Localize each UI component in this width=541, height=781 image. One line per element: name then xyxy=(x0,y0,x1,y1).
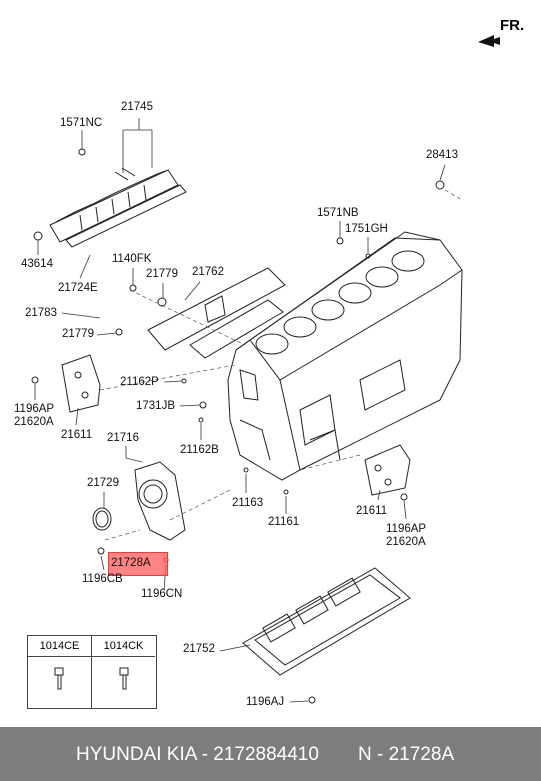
footer-position-code: N - 21728A xyxy=(358,744,455,765)
part-label-21716: 21716 xyxy=(107,432,139,444)
front-direction-label: FR. xyxy=(500,17,525,34)
part-label-1196aj: 1196AJ xyxy=(246,696,285,708)
legend-header-1014ce: 1014CE xyxy=(28,636,91,657)
part-label-21611-left: 21611 xyxy=(61,429,93,441)
part-label-21724e: 21724E xyxy=(58,282,98,294)
part-label-21729: 21729 xyxy=(87,477,119,489)
part-label-1571nc: 1571NC xyxy=(60,117,103,129)
oil-pan-gasket xyxy=(242,567,411,676)
legend-header-1014ck: 1014CK xyxy=(92,636,155,657)
part-label-1196cb: 1196CB xyxy=(82,573,123,585)
parts-diagram xyxy=(31,35,500,704)
leader-lines xyxy=(34,118,446,703)
legend-column-2: 1014CK xyxy=(92,636,155,708)
part-label-1196ap-right: 1196AP xyxy=(386,523,427,535)
oil-seal xyxy=(92,507,112,531)
part-label-1140fk: 1140FK xyxy=(112,253,152,265)
mount-bracket-left xyxy=(61,354,101,413)
part-label-21161: 21161 xyxy=(268,516,300,528)
part-label-1196cn: 1196CN xyxy=(141,588,183,600)
part-label-21611-right: 21611 xyxy=(356,505,388,517)
front-arrow-icon xyxy=(478,35,500,47)
part-label-21162p: 21162P xyxy=(120,376,159,388)
highlighted-part-marker xyxy=(108,552,168,576)
part-label-43614: 43614 xyxy=(21,258,53,270)
valve-cover xyxy=(49,167,187,248)
part-label-21783: 21783 xyxy=(25,307,57,319)
part-label-21162b: 21162B xyxy=(180,444,219,456)
legend-table: 1014CE 1014CK xyxy=(27,635,157,709)
part-label-21620a-left: 21620A xyxy=(14,416,54,428)
side-cover-gasket xyxy=(147,267,286,359)
part-label-21620a-right: 21620A xyxy=(386,536,426,548)
part-label-1731jb: 1731JB xyxy=(136,400,176,412)
part-label-21752: 21752 xyxy=(183,643,215,655)
cylinder-block xyxy=(227,231,463,481)
mount-bracket-right xyxy=(364,444,411,496)
rear-seal-housing xyxy=(134,461,186,541)
legend-bolt-icons xyxy=(54,667,129,690)
bolt-icons xyxy=(31,148,445,704)
part-label-1751gh: 1751GH xyxy=(345,223,388,235)
part-label-21779-lower: 21779 xyxy=(62,328,94,340)
part-label-21779-upper: 21779 xyxy=(146,268,178,280)
part-label-21163: 21163 xyxy=(232,497,264,509)
part-label-21762: 21762 xyxy=(192,266,224,278)
legend-column-1: 1014CE xyxy=(28,636,92,708)
part-label-1571nb: 1571NB xyxy=(317,207,359,219)
reference-lines xyxy=(99,189,463,541)
footer-part-number: HYUNDAI KIA - 2172884410 xyxy=(76,744,319,765)
part-label-21745: 21745 xyxy=(121,101,153,113)
part-label-28413: 28413 xyxy=(426,149,458,161)
part-label-21728a: 21728A xyxy=(111,557,151,569)
footer-bar: HYUNDAI KIA - 2172884410 N - 21728A xyxy=(0,727,541,781)
part-label-1196ap-left: 1196AP xyxy=(14,403,55,415)
